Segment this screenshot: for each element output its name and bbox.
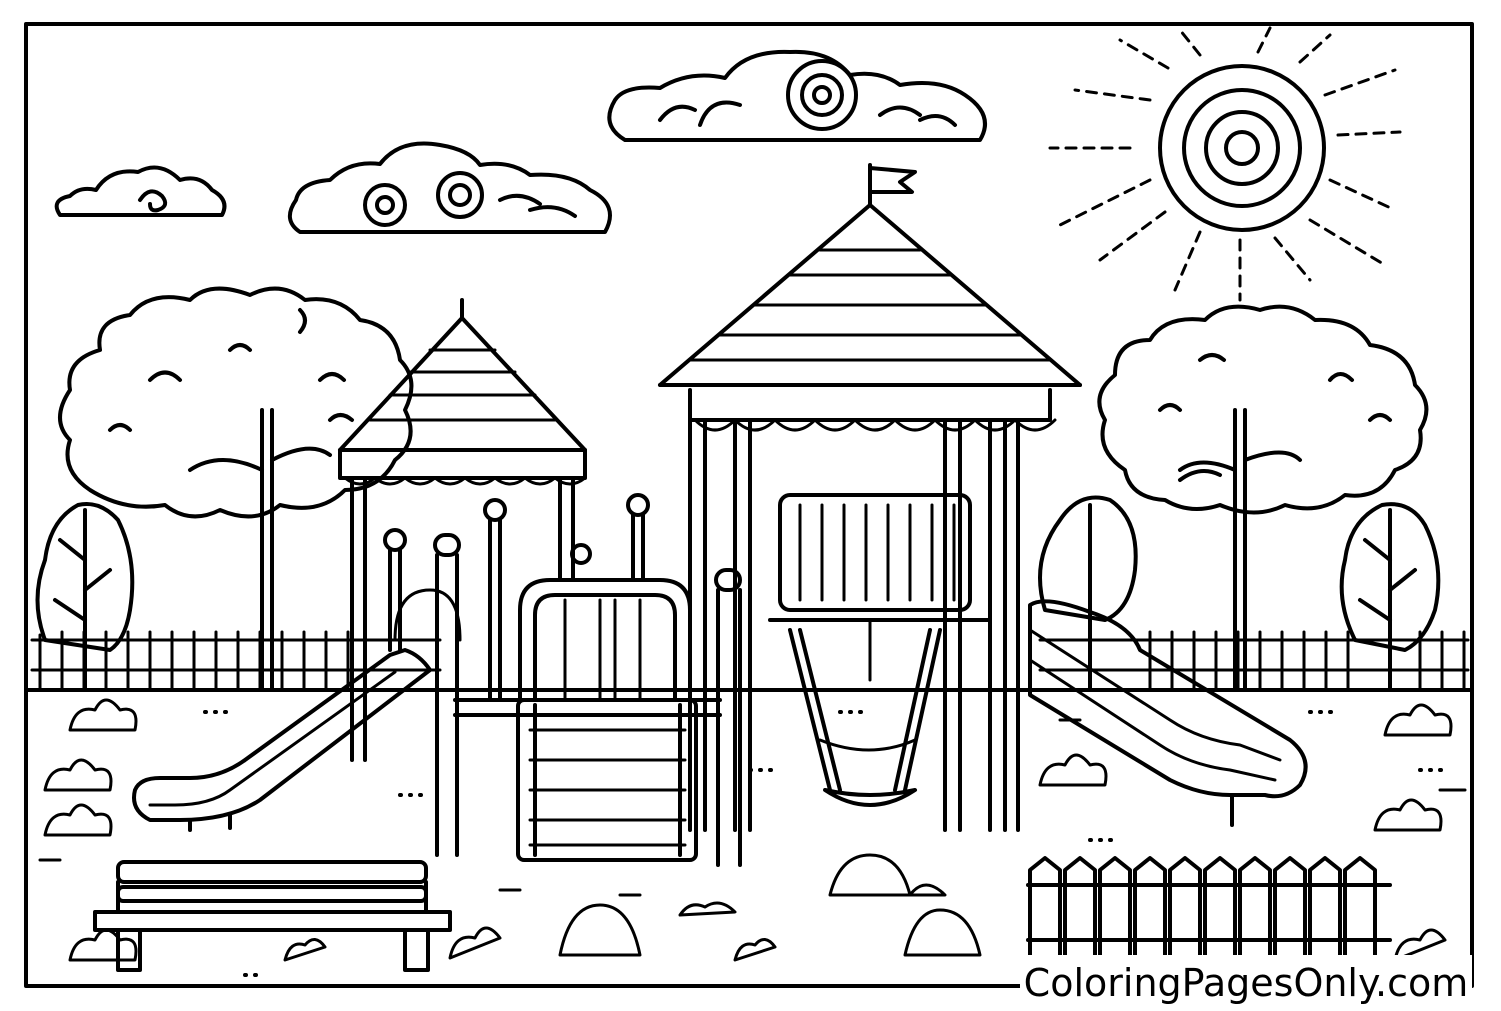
gazebo-roof-icon — [658, 203, 1082, 832]
fence-icon — [1038, 630, 1470, 692]
sun-icon — [1048, 26, 1402, 302]
cloud-icon — [54, 165, 227, 217]
gazebo-roof-icon — [338, 298, 587, 762]
slide-icon — [132, 648, 432, 832]
tree-icon — [1339, 502, 1441, 692]
tree-icon — [58, 286, 414, 692]
swing-icon — [768, 618, 992, 807]
tree-icon — [1038, 495, 1138, 692]
bush-icon — [43, 698, 1453, 962]
flag-icon — [868, 163, 917, 207]
site-watermark: ColoringPagesOnly.com — [1020, 955, 1472, 1011]
cloud-icon — [288, 141, 612, 234]
deck-railing — [778, 493, 972, 612]
bench-icon — [93, 860, 452, 972]
tree-icon — [35, 502, 135, 692]
page-border — [24, 22, 1474, 988]
climbing-frame — [383, 493, 742, 867]
tree-icon — [1097, 304, 1429, 692]
stairs — [516, 698, 698, 862]
ground-strokes — [38, 718, 1467, 897]
cloud-icon — [607, 49, 987, 142]
fence-icon — [1026, 856, 1392, 962]
grass-dots — [203, 710, 1447, 977]
slide-icon — [1028, 599, 1308, 827]
